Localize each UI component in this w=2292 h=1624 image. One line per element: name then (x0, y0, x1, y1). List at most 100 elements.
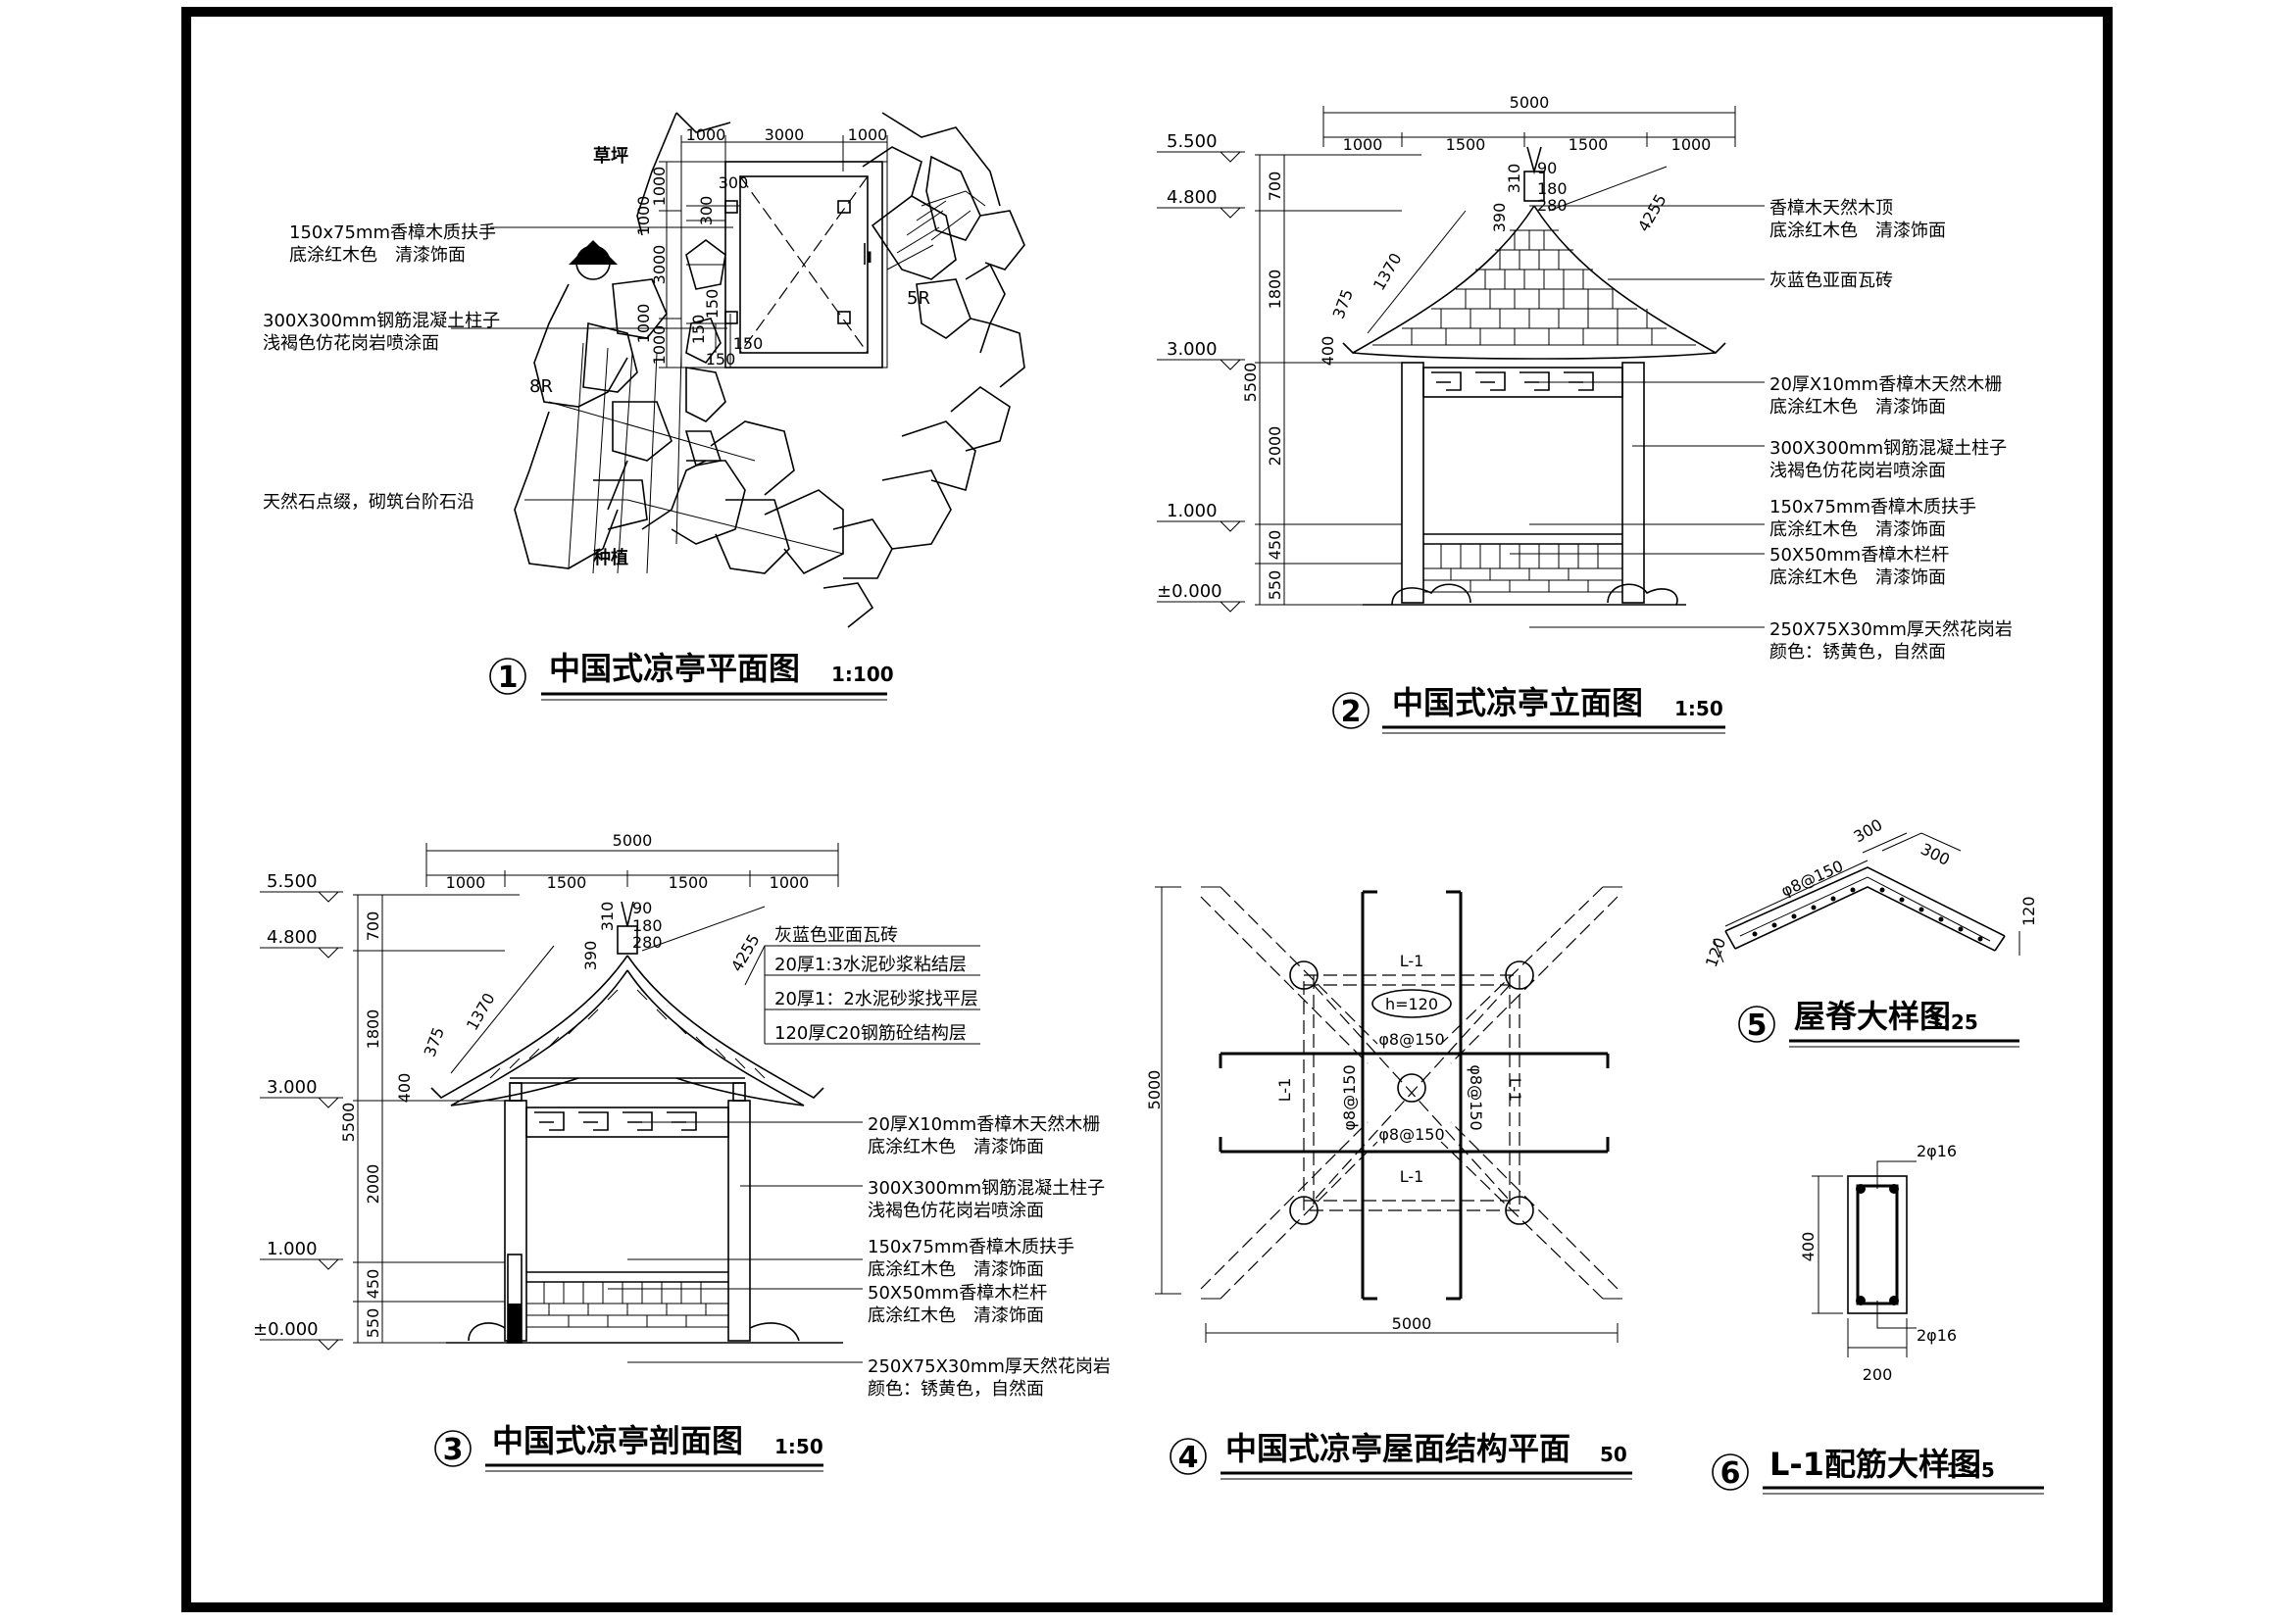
elevation-drawing: 5000 1000 1500 1500 1000 700 1800 5500 2… (1157, 93, 2013, 734)
sect-roof-dim: 180 (632, 916, 663, 935)
ridge-label: 120 (1702, 935, 1729, 969)
plan-dim: 150 (733, 334, 764, 353)
plan-dim: 1000 (848, 125, 888, 144)
plan-label-radius-8r: 8R (529, 376, 553, 397)
drawing-title: L-1配筋大样图 (1769, 1446, 1981, 1483)
drawing-title: 中国式凉亭剖面图 (492, 1422, 743, 1459)
title-number: 5 (1747, 1009, 1768, 1043)
elev-note-line: 250X75X30mm厚天然花岗岩 (1769, 619, 2013, 640)
level-mark: 5.500 (267, 871, 318, 892)
title-number: 2 (1341, 695, 1362, 729)
elev-note-line: 50X50mm香樟木栏杆 (1769, 545, 1949, 566)
sect-dim: 5500 (339, 1103, 358, 1143)
sect-dim: 1000 (446, 873, 486, 892)
beam-height-label: h=120 (1385, 995, 1438, 1013)
ridge-label: φ8@150 (1778, 857, 1846, 901)
roof-layer-note: 灰蓝色亚面瓦砖 (774, 925, 898, 946)
elev-note-line: 20厚X10mm香樟木天然木栅 (1769, 374, 2002, 395)
elev-roof-dim: 310 (1505, 164, 1523, 194)
plan-label-radius-5r: 5R (907, 288, 930, 309)
drawing-title: 中国式凉亭平面图 (549, 650, 800, 687)
plan-steps (568, 190, 986, 574)
level-mark: 5.500 (1167, 131, 1218, 152)
drawing-title: 中国式凉亭立面图 (1392, 684, 1643, 721)
plan-dim: 3000 (765, 125, 805, 144)
drawing-scale: 1:25 (1929, 1010, 1978, 1034)
elev-dim: 550 (1266, 570, 1284, 601)
sect-levels: 5.500 4.800 3.000 1.000 ±0.000 (253, 871, 343, 1351)
level-mark: 4.800 (1167, 187, 1218, 208)
rebar-label: φ8@150 (1378, 1125, 1444, 1144)
title-number: 3 (443, 1433, 464, 1467)
sect-roof-dim: 390 (581, 941, 600, 971)
elev-dim: 5500 (1241, 363, 1260, 403)
elev-note-line: 底涂红木色 清漆饰面 (1769, 567, 1946, 588)
sect-roof-dim: 4255 (727, 931, 764, 975)
elev-note-line: 300X300mm钢筋混凝土柱子 (1769, 438, 2007, 459)
sect-note-line: 底涂红木色 清漆饰面 (868, 1137, 1044, 1157)
sect-note-line: 颜色：锈黄色，自然面 (868, 1379, 1044, 1400)
elev-roof-dim: 90 (1537, 159, 1557, 177)
rebar-label: φ8@150 (1378, 1030, 1444, 1049)
elev-levels: 5.500 4.800 3.000 1.000 ±0.000 (1157, 131, 1245, 613)
title-number: 4 (1178, 1441, 1199, 1475)
elev-dim: 1000 (1671, 135, 1712, 154)
elev-roof-dim: 375 (1329, 287, 1357, 321)
roof-layer-note: 20厚1：2水泥砂浆找平层 (774, 989, 978, 1009)
drawing-scale: 1:50 (1674, 697, 1723, 720)
elev-note-line: 颜色：锈黄色，自然面 (1769, 642, 1946, 663)
rebar-label: φ8@150 (1467, 1064, 1485, 1130)
ridge-label: 300 (1918, 840, 1953, 869)
level-mark: 3.000 (267, 1077, 318, 1098)
plan-dim: 1000 (634, 304, 653, 344)
sect-dim: 2000 (364, 1164, 382, 1205)
plan-dim: 150 (706, 350, 736, 369)
title-number: 1 (498, 661, 519, 695)
title-ridge: 5 屋脊大样图 1:25 (1738, 998, 2019, 1048)
sect-note-line: 浅褐色仿花岗岩喷涂面 (868, 1201, 1044, 1221)
rebar-label: φ8@150 (1340, 1064, 1359, 1130)
plan-dim: 1000 (650, 325, 669, 366)
sect-dim: 550 (364, 1308, 382, 1339)
level-mark: 1.000 (1167, 501, 1218, 521)
drawing-scale: 1:25 (1946, 1458, 1995, 1482)
sect-dim: 450 (364, 1269, 382, 1300)
level-mark: 4.800 (267, 927, 318, 948)
plan-dim: 150 (703, 289, 722, 320)
beam-detail-drawing: 2φ16 2φ16 400 200 6 L-1配筋大样图 1:25 (1712, 1142, 2044, 1495)
drawing-scale: 1:100 (831, 663, 894, 686)
sect-note-line: 底涂红木色 清漆饰面 (868, 1259, 1044, 1280)
elev-roof-dim: 180 (1537, 179, 1568, 198)
ridge-label: 120 (2019, 896, 2038, 926)
elev-dim: 2000 (1266, 426, 1284, 467)
plan-dim: 300 (697, 196, 716, 226)
sect-dim: 1000 (770, 873, 810, 892)
elev-roof-dim: 390 (1490, 203, 1509, 233)
sect-roof-dim: 310 (598, 902, 617, 932)
sect-note-line: 250X75X30mm厚天然花岗岩 (868, 1356, 1111, 1377)
plan-dim: 3000 (650, 245, 669, 285)
sect-note-line: 300X300mm钢筋混凝土柱子 (868, 1178, 1105, 1199)
level-mark: ±0.000 (253, 1319, 319, 1340)
sheet-border (181, 7, 2113, 1612)
plan-dim: 1000 (686, 125, 726, 144)
plan-drawing: 3 I 1000 3000 1000 1000 3000 1000 300 30… (263, 112, 1025, 701)
drawing-title: 中国式凉亭屋面结构平面 (1225, 1430, 1570, 1467)
sect-note-line: 50X50mm香樟木栏杆 (868, 1283, 1047, 1304)
drawing-scale: 1:50 (774, 1435, 823, 1458)
roof-plan-drawing: 5000 5000 L-1 L-1 L-1 L-1 h=120 φ8@150 φ… (1145, 886, 1632, 1480)
beam-width: 200 (1863, 1365, 1893, 1384)
plan-label-planting: 种植 (592, 547, 628, 568)
elev-note-line: 灰蓝色亚面瓦砖 (1769, 271, 1893, 291)
plan-dim: 1000 (650, 167, 669, 207)
plan-label-lawn: 草坪 (593, 145, 628, 167)
sect-note-line: 底涂红木色 清漆饰面 (868, 1305, 1044, 1326)
beam-label: L-1 (1506, 1078, 1524, 1103)
section-roof (430, 901, 824, 1107)
section-mark-number: 3 (587, 246, 598, 265)
elev-note-line: 浅褐色仿花岗岩喷涂面 (1769, 461, 1946, 481)
ridge-detail-drawing: φ8@150 300 300 120 120 5 屋脊大样图 1:25 (1702, 815, 2038, 1048)
title-section: 3 中国式凉亭剖面图 1:50 (434, 1422, 823, 1472)
elev-dim: 5000 (1510, 93, 1550, 112)
